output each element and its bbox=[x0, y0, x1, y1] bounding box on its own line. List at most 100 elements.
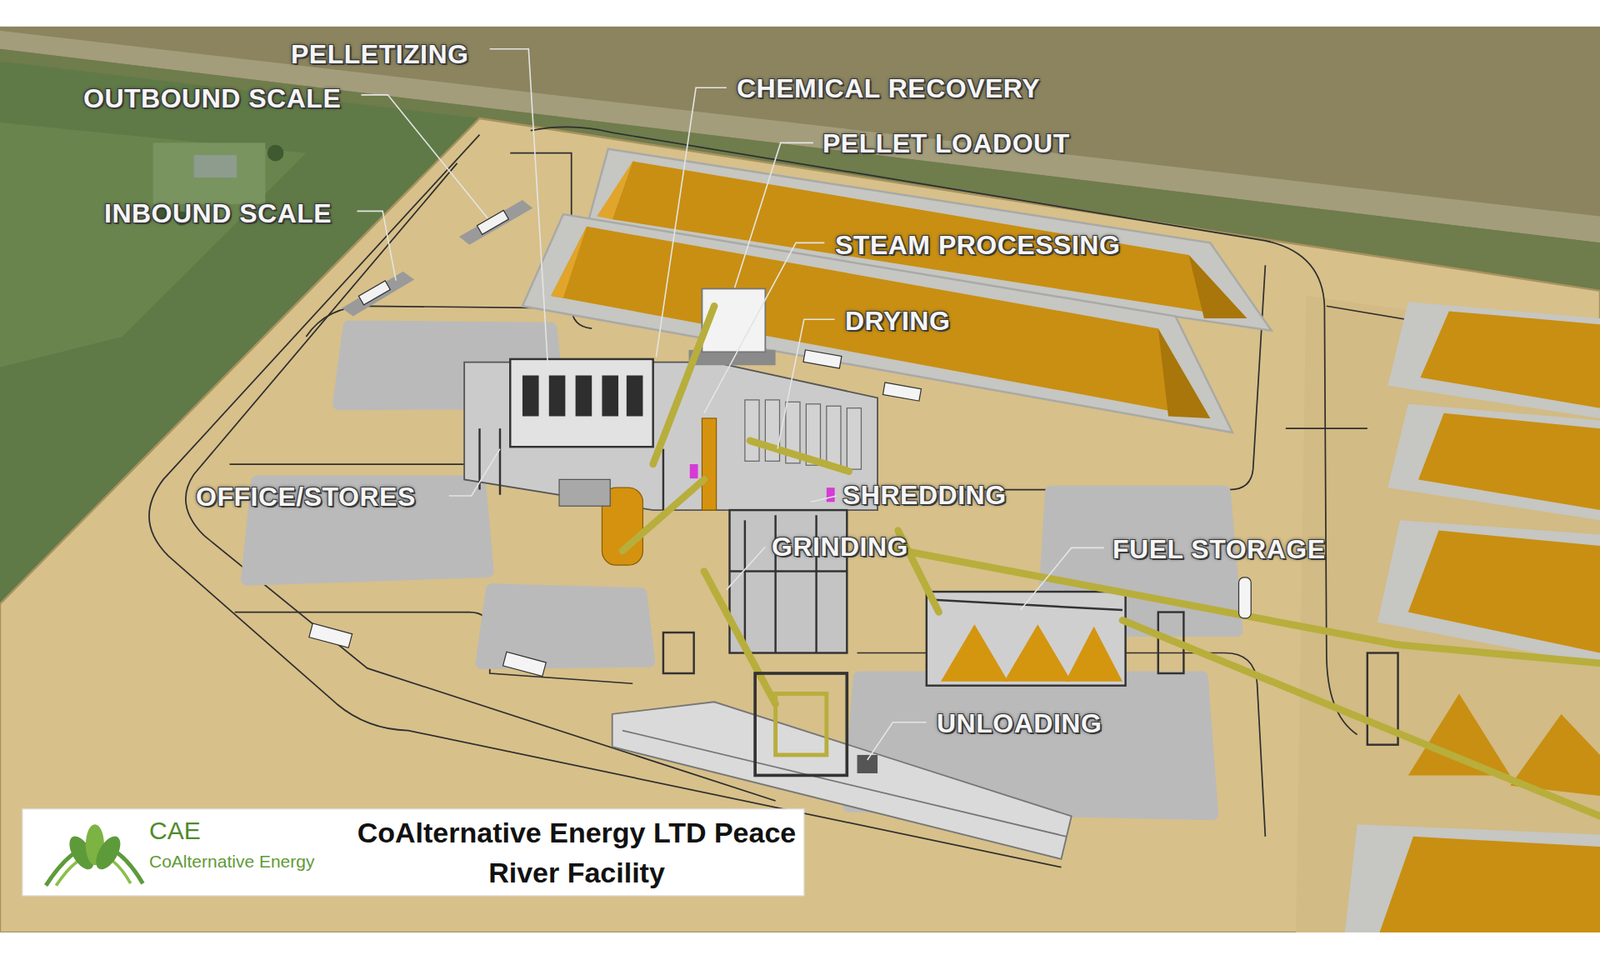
process-building bbox=[730, 570, 848, 572]
leader-line bbox=[357, 49, 1105, 760]
process-building bbox=[745, 400, 760, 461]
leader-line bbox=[490, 49, 549, 368]
logo-text: CoAlternative Energy bbox=[149, 850, 315, 872]
callout-label: OFFICE/STORES bbox=[195, 481, 416, 513]
process-building bbox=[826, 487, 835, 502]
fuel-storage bbox=[940, 624, 1009, 682]
leader-line bbox=[360, 95, 488, 219]
title-panel bbox=[90, 832, 125, 874]
truck-scale bbox=[341, 271, 415, 317]
title-panel bbox=[22, 809, 805, 896]
leader-line bbox=[704, 242, 825, 413]
storage-pile bbox=[1377, 520, 1600, 665]
callout-label: GRINDING bbox=[771, 531, 909, 563]
truck bbox=[309, 623, 353, 648]
process-building bbox=[846, 408, 861, 470]
process-building bbox=[549, 375, 566, 417]
process-building bbox=[662, 449, 665, 510]
conveyor bbox=[750, 440, 850, 472]
storage-pile bbox=[1420, 310, 1600, 408]
conveyor bbox=[1398, 645, 1600, 664]
process-building bbox=[522, 375, 540, 417]
process-building bbox=[826, 405, 841, 467]
storage-pile bbox=[1408, 530, 1600, 654]
callout-label: PELLET LOADOUT bbox=[822, 128, 1070, 160]
callout-label: INBOUND SCALE bbox=[104, 198, 332, 230]
process-building bbox=[744, 520, 746, 653]
storage-pile bbox=[1380, 836, 1600, 933]
callout-label: DRYING bbox=[845, 305, 950, 337]
callout-label: STEAM PROCESSING bbox=[835, 230, 1120, 261]
truck bbox=[803, 350, 842, 369]
conveyor bbox=[704, 571, 776, 705]
truck-scale bbox=[476, 210, 509, 235]
truck-scale bbox=[358, 280, 390, 305]
site-roads bbox=[1285, 427, 1368, 430]
storage-pile bbox=[550, 226, 587, 299]
leader-line bbox=[735, 142, 814, 288]
leader-line bbox=[449, 449, 500, 496]
unloading-station bbox=[775, 693, 827, 755]
fuel-storage bbox=[926, 591, 1399, 745]
logo-text: CAE bbox=[149, 815, 201, 846]
storage-pile bbox=[1387, 301, 1600, 419]
conveyor bbox=[622, 479, 705, 551]
truck bbox=[1239, 577, 1252, 619]
conveyor bbox=[653, 305, 715, 465]
callout-label: UNLOADING bbox=[936, 708, 1102, 740]
site-pad bbox=[0, 118, 1600, 933]
title-text: CoAlternative Energy LTD Peace River Fac… bbox=[355, 812, 798, 893]
process-building bbox=[575, 375, 593, 417]
process-building bbox=[701, 418, 716, 510]
process-building bbox=[690, 464, 699, 479]
site-pad bbox=[1295, 295, 1600, 933]
white-margin bbox=[0, 0, 1600, 27]
farmland bbox=[194, 155, 237, 178]
callout-label: CHEMICAL RECOVERY bbox=[736, 73, 1040, 105]
leader-line bbox=[810, 495, 837, 502]
leader-line bbox=[777, 319, 835, 449]
callout-label: OUTBOUND SCALE bbox=[83, 83, 341, 115]
storage-pile bbox=[1387, 404, 1600, 521]
storage-pile bbox=[1345, 824, 1600, 933]
callout-label: PELLETIZING bbox=[290, 39, 470, 70]
callout-label: SHREDDING bbox=[842, 480, 1007, 511]
truck bbox=[882, 382, 921, 401]
truck bbox=[503, 651, 547, 676]
storage-pile bbox=[1189, 255, 1248, 319]
fuel-storage bbox=[1004, 624, 1072, 682]
leader-line bbox=[726, 546, 766, 590]
leader-line bbox=[655, 87, 726, 357]
site-roads bbox=[149, 126, 1600, 867]
title-panel bbox=[22, 809, 805, 896]
process-building bbox=[559, 479, 610, 506]
process-building bbox=[510, 359, 653, 447]
storage-pile bbox=[1408, 693, 1510, 775]
truck-scale bbox=[459, 200, 533, 245]
storage-pile bbox=[1158, 328, 1210, 419]
site-pad bbox=[0, 118, 1600, 933]
process-building bbox=[730, 510, 848, 653]
title-box: CAE CoAlternative Energy CoAlternative Ene… bbox=[22, 809, 805, 896]
process-building bbox=[464, 288, 878, 674]
fuel-storage bbox=[926, 591, 1126, 686]
fuel-storage bbox=[1065, 626, 1123, 682]
farmland bbox=[0, 122, 306, 368]
storage-pile bbox=[1418, 413, 1600, 510]
process-building bbox=[626, 375, 644, 417]
truck-scale bbox=[341, 200, 533, 317]
leader-line bbox=[867, 722, 927, 760]
conveyor bbox=[1122, 620, 1600, 816]
leader-line bbox=[357, 210, 397, 280]
process-building bbox=[499, 428, 501, 495]
farmland bbox=[267, 145, 285, 162]
unloading-station bbox=[857, 755, 878, 774]
truck bbox=[309, 350, 1251, 677]
leader-line bbox=[1020, 547, 1104, 610]
unloading-station bbox=[755, 673, 847, 775]
white-margin bbox=[0, 932, 1600, 960]
